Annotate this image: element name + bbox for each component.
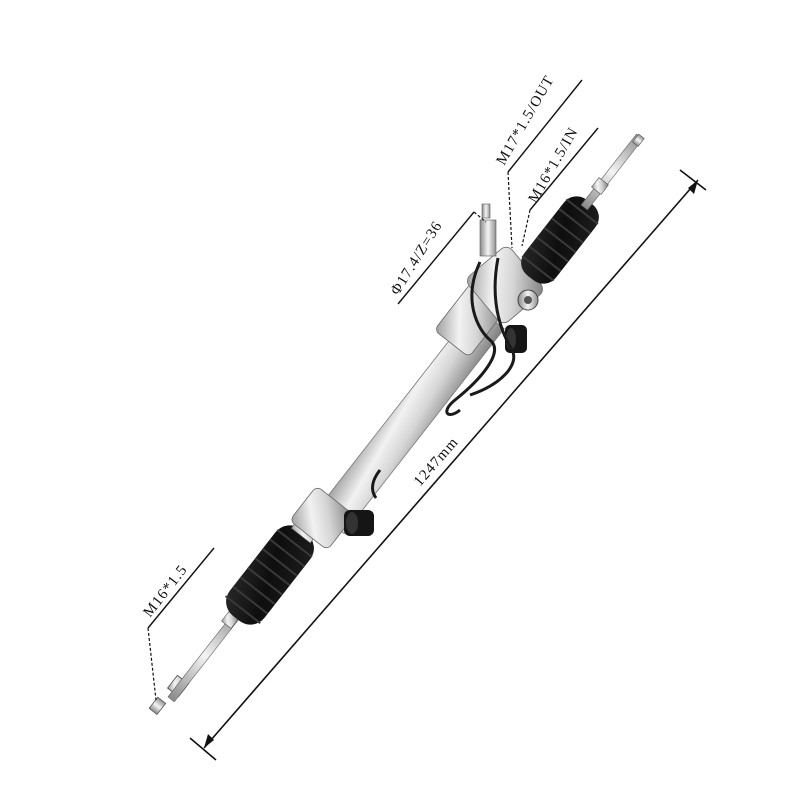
dimension-tick-bottom	[189, 737, 217, 761]
mounting-bushing-upper	[505, 325, 527, 353]
dimension-tick-top	[679, 169, 707, 191]
outlet-port-label: M17*1.5/OUT	[494, 73, 558, 168]
dimension-line	[203, 179, 699, 749]
left-thread-label: M16*1.5	[141, 562, 192, 620]
length-dimension: 1247mm	[189, 169, 707, 761]
pinion-label: Φ17.4/Z=36	[388, 218, 446, 298]
right-rod	[580, 133, 644, 211]
left-thread-tip	[148, 696, 167, 715]
rack-housing	[291, 284, 505, 549]
pinion-cap	[481, 203, 491, 219]
hydraulic-lines	[371, 257, 516, 499]
mounting-bushing-lower	[344, 510, 374, 536]
right-tie-rod	[580, 133, 645, 211]
dimension-arrow-bottom	[204, 734, 214, 748]
right-thread-tip	[632, 133, 645, 147]
pinion-shaft	[479, 219, 497, 257]
right-rod-collar	[591, 177, 609, 195]
inlet-port-label: M16*1.5/IN	[526, 125, 582, 206]
right-boot	[521, 196, 599, 284]
housing-left-end	[291, 487, 353, 549]
dimension-arrow-top	[688, 180, 698, 194]
left-tie-rod	[148, 609, 243, 715]
